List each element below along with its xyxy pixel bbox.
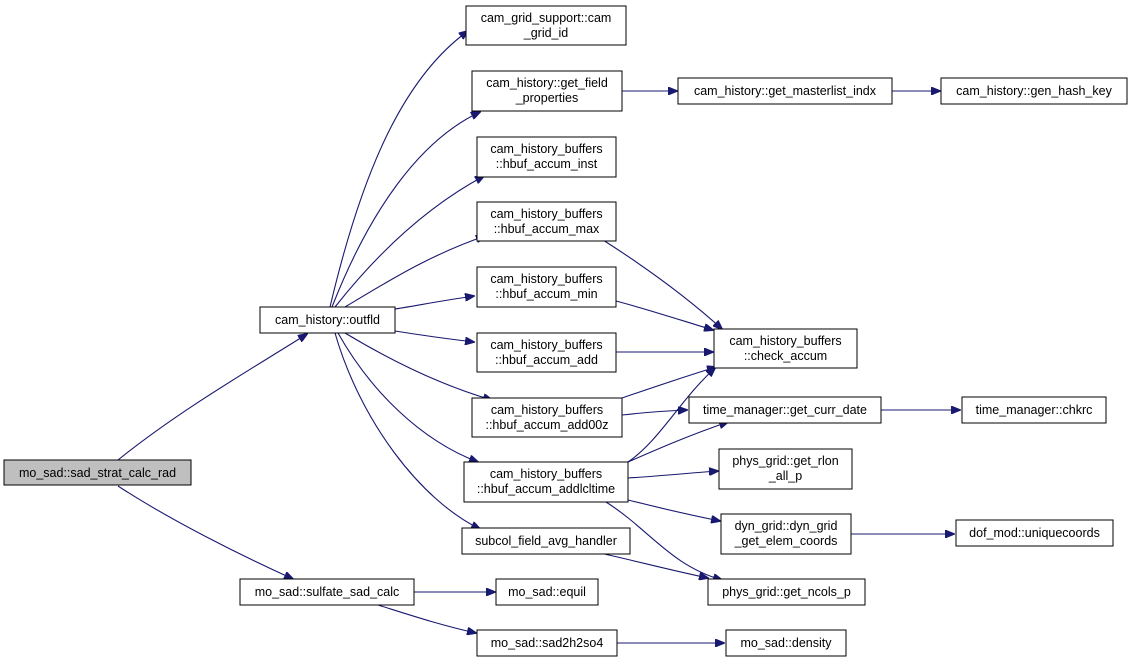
- node-camgrid[interactable]: cam_grid_support::cam _grid_id: [465, 5, 627, 46]
- node-hashkey[interactable]: cam_history::gen_hash_key: [940, 77, 1128, 105]
- node-add00z-label-line2: ::hbuf_accum_add00z: [485, 418, 608, 432]
- node-sulfate[interactable]: mo_sad::sulfate_sad_calc: [239, 578, 415, 606]
- node-max[interactable]: cam_history_buffers ::hbuf_accum_max: [476, 201, 617, 242]
- edge-addlcl-check: [627, 368, 715, 463]
- node-rlon-label-line2: _all_p: [768, 469, 802, 483]
- node-addlcl-label-line2: ::hbuf_accum_addlcltime: [477, 482, 615, 496]
- node-addlcl[interactable]: cam_history_buffers ::hbuf_accum_addlclt…: [463, 461, 629, 503]
- node-masterlist[interactable]: cam_history::get_masterlist_indx: [677, 77, 893, 105]
- node-add[interactable]: cam_history_buffers ::hbuf_accum_add: [476, 332, 617, 373]
- node-rlon[interactable]: phys_grid::get_rlon _all_p: [718, 448, 853, 490]
- node-chkrc[interactable]: time_manager::chkrc: [961, 396, 1107, 424]
- node-add-label-line1: cam_history_buffers: [490, 338, 602, 352]
- node-root-label: mo_sad::sad_strat_calc_rad: [19, 466, 176, 480]
- node-density[interactable]: mo_sad::density: [725, 629, 847, 657]
- edge-addlcl-currdate: [627, 422, 728, 463]
- edge-outfld-addlcl: [337, 332, 478, 462]
- edge-outfld-add: [394, 330, 474, 342]
- node-check-label-line2: ::check_accum: [744, 349, 827, 363]
- node-min-label-line1: cam_history_buffers: [490, 272, 602, 286]
- edge-add00z-currdate: [621, 410, 687, 416]
- node-hashkey-label: cam_history::gen_hash_key: [956, 84, 1112, 98]
- node-getfield-label-line2: _properties: [515, 91, 579, 105]
- node-dyngrid-label-line2: _get_elem_coords: [734, 534, 838, 548]
- edge-outfld-camgrid: [329, 31, 468, 308]
- edge-outfld-subcol: [334, 332, 480, 529]
- node-currdate-label: time_manager::get_curr_date: [703, 403, 867, 417]
- node-sulfate-label: mo_sad::sulfate_sad_calc: [255, 585, 400, 599]
- edge-max-check: [602, 239, 722, 329]
- edge-root-outfld: [117, 334, 307, 461]
- node-chkrc-label: time_manager::chkrc: [976, 403, 1093, 417]
- node-rlon-label-line1: phys_grid::get_rlon: [732, 454, 838, 468]
- edge-sulfate-h2so4: [377, 604, 476, 633]
- node-root[interactable]: mo_sad::sad_strat_calc_rad: [3, 459, 192, 486]
- node-getfield[interactable]: cam_history::get_field _properties: [471, 70, 623, 112]
- node-equil-label: mo_sad::equil: [508, 585, 586, 599]
- node-subcol-label: subcol_field_avg_handler: [475, 534, 617, 548]
- edge-outfld-getfield: [331, 112, 480, 308]
- node-dyngrid-label-line1: dyn_grid::dyn_grid: [735, 519, 838, 533]
- node-min[interactable]: cam_history_buffers ::hbuf_accum_min: [476, 266, 617, 308]
- node-h2so4[interactable]: mo_sad::sad2h2so4: [476, 629, 618, 657]
- edge-outfld-add00z: [344, 332, 492, 400]
- node-currdate[interactable]: time_manager::get_curr_date: [688, 396, 882, 424]
- node-ncols-label: phys_grid::get_ncols_p: [722, 585, 851, 599]
- node-check[interactable]: cam_history_buffers ::check_accum: [713, 328, 858, 369]
- edge-outfld-inst: [334, 176, 484, 308]
- node-camgrid-label-line2: _grid_id: [523, 26, 569, 40]
- edge-outfld-min: [394, 296, 474, 310]
- edge-root-sulfate: [117, 485, 293, 579]
- node-add00z-label-line1: cam_history_buffers: [491, 403, 603, 417]
- node-getfield-label-line1: cam_history::get_field: [486, 76, 608, 90]
- node-add-label-line2: ::hbuf_accum_add: [495, 353, 598, 367]
- node-dyngrid[interactable]: dyn_grid::dyn_grid _get_elem_coords: [720, 513, 852, 555]
- node-subcol[interactable]: subcol_field_avg_handler: [461, 527, 631, 555]
- node-addlcl-label-line1: cam_history_buffers: [490, 467, 602, 481]
- node-ncols[interactable]: phys_grid::get_ncols_p: [707, 578, 866, 606]
- node-outfld-label: cam_history::outfld: [275, 313, 380, 327]
- node-camgrid-label-line1: cam_grid_support::cam: [481, 11, 612, 25]
- node-outfld[interactable]: cam_history::outfld: [259, 306, 396, 334]
- edge-addlcl-dyngrid: [627, 499, 720, 521]
- edge-min-check: [615, 300, 713, 330]
- node-density-label: mo_sad::density: [740, 636, 832, 650]
- node-masterlist-label: cam_history::get_masterlist_indx: [694, 84, 877, 98]
- node-add00z[interactable]: cam_history_buffers ::hbuf_accum_add00z: [471, 397, 623, 438]
- node-min-label-line2: ::hbuf_accum_min: [495, 287, 597, 301]
- node-equil[interactable]: mo_sad::equil: [495, 578, 599, 606]
- node-dofmod[interactable]: dof_mod::uniquecoords: [955, 519, 1114, 547]
- node-inst[interactable]: cam_history_buffers ::hbuf_accum_inst: [476, 136, 617, 178]
- node-max-label-line2: ::hbuf_accum_max: [494, 222, 600, 236]
- edges: [117, 31, 960, 643]
- edge-addlcl-rlon: [627, 471, 718, 479]
- node-h2so4-label: mo_sad::sad2h2so4: [491, 636, 604, 650]
- node-check-label-line1: cam_history_buffers: [729, 334, 841, 348]
- edge-add00z-check: [621, 367, 716, 399]
- node-inst-label-line2: ::hbuf_accum_inst: [496, 157, 598, 171]
- node-dofmod-label: dof_mod::uniquecoords: [969, 526, 1100, 540]
- edge-subcol-ncols: [599, 552, 708, 578]
- node-inst-label-line1: cam_history_buffers: [490, 142, 602, 156]
- edge-outfld-max: [344, 236, 485, 308]
- node-max-label-line1: cam_history_buffers: [490, 207, 602, 221]
